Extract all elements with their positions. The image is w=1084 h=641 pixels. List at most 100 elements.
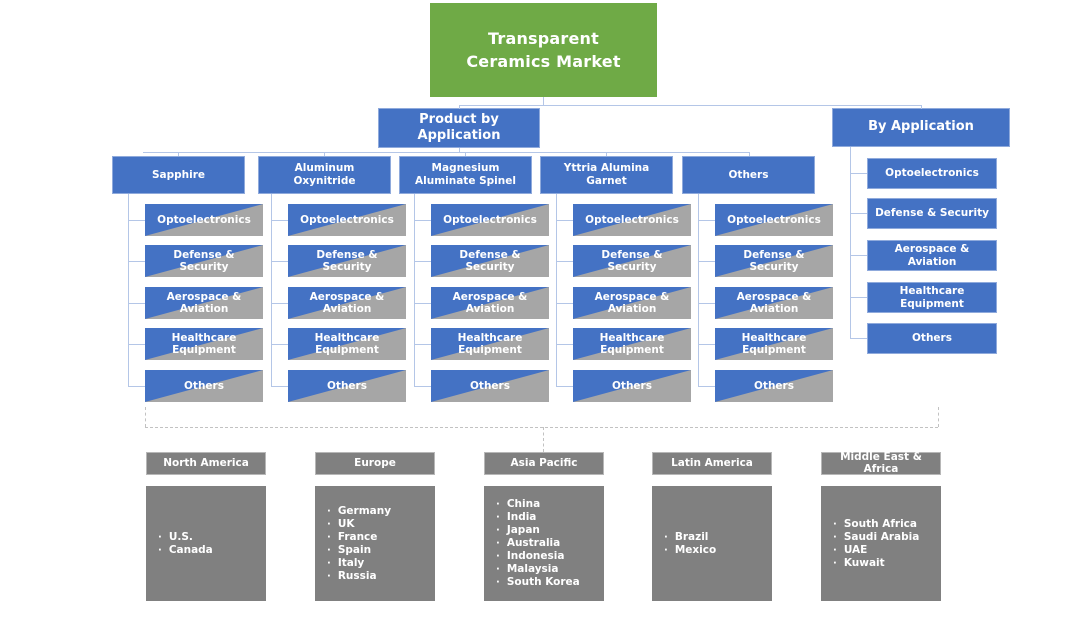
- bullet-icon: ·: [327, 505, 331, 517]
- country-item: · UAE: [833, 544, 867, 557]
- country-label: India: [506, 511, 537, 523]
- application-item-box: Healthcare Equipment: [431, 328, 549, 360]
- country-label: Germany: [337, 504, 392, 517]
- branch-drop-product: [459, 105, 460, 109]
- bullet-icon: ·: [327, 570, 331, 582]
- product-header-drop-1: [324, 152, 325, 157]
- branch-by-application-label: By Application: [868, 119, 974, 135]
- bullet-icon: ·: [496, 551, 500, 562]
- application-item-box: Aerospace & Aviation: [573, 287, 691, 319]
- bracket-center-drop-line: [543, 427, 544, 452]
- country-label: Brazil: [674, 530, 709, 543]
- country-item: ·France: [327, 531, 377, 544]
- by-application-item-box: Aerospace & Aviation: [867, 240, 997, 271]
- product-item-stub: [556, 261, 573, 262]
- application-item-box: Others: [715, 370, 833, 402]
- country-item: · Mexico: [664, 544, 716, 557]
- country-label: UAE: [843, 543, 868, 556]
- bracket-left-line: [145, 407, 146, 427]
- region-header-4: Latin America: [652, 452, 772, 475]
- region-header-1: North America: [146, 452, 266, 475]
- root-node-label: Transparent Ceramics Market: [466, 28, 621, 71]
- country-item: ·South Korea: [496, 576, 580, 589]
- country-item: · Indonesia: [496, 550, 564, 563]
- country-label: Australia: [506, 537, 561, 549]
- product-item-stub: [128, 303, 145, 304]
- product-item-stub: [271, 386, 288, 387]
- product-item-stub: [698, 220, 715, 221]
- application-item-box: Healthcare Equipment: [573, 328, 691, 360]
- country-item: ·Malaysia: [496, 563, 559, 576]
- product-item-stub: [556, 386, 573, 387]
- product-header-drop-3: [606, 152, 607, 157]
- country-label: Russia: [337, 569, 377, 582]
- product-header-drop-2: [465, 152, 466, 157]
- region-header-5: Middle East & Africa: [821, 451, 941, 475]
- product-item-stub: [271, 220, 288, 221]
- product-item-stub: [698, 261, 715, 262]
- country-label: Japan: [506, 524, 540, 536]
- region-countries-3: · China · India · Japan·Australia· Indonesia·M…: [484, 486, 604, 601]
- bullet-icon: ·: [327, 557, 331, 569]
- by-application-stub: [850, 338, 867, 339]
- country-item: · Germany: [327, 505, 391, 518]
- country-item: ·Saudi Arabia: [833, 531, 919, 544]
- country-label: Mexico: [674, 543, 717, 556]
- branch-product-by-application: Product by Application: [378, 108, 540, 148]
- bullet-icon: ·: [664, 544, 668, 556]
- product-column-spine-4: [556, 194, 557, 386]
- application-item-box: Optoelectronics: [431, 204, 549, 236]
- product-header-drop-4: [749, 152, 750, 157]
- product-item-stub: [128, 386, 145, 387]
- application-item-box: Defense & Security: [715, 245, 833, 277]
- bullet-icon: ·: [833, 544, 837, 556]
- product-item-stub: [271, 344, 288, 345]
- country-item: ·Kuwait: [833, 557, 885, 570]
- country-item: · Russia: [327, 570, 377, 583]
- bullet-icon: ·: [158, 531, 162, 543]
- application-item-box: Defense & Security: [431, 245, 549, 277]
- application-item-box: Defense & Security: [288, 245, 406, 277]
- product-header-1: Sapphire: [112, 156, 245, 194]
- country-item: ·Australia: [496, 537, 560, 550]
- product-column-spine-1: [128, 194, 129, 386]
- product-item-stub: [414, 386, 431, 387]
- region-countries-4: · Brazil· Mexico: [652, 486, 772, 601]
- country-item: ·Spain: [327, 544, 371, 557]
- country-label: Indonesia: [506, 550, 565, 562]
- by-application-stub: [850, 255, 867, 256]
- country-label: China: [506, 498, 541, 510]
- product-item-stub: [271, 261, 288, 262]
- bullet-icon: ·: [327, 544, 331, 556]
- root-stem-line: [543, 97, 544, 105]
- product-header-2: Aluminum Oxynitride: [258, 156, 391, 194]
- by-application-stub: [850, 297, 867, 298]
- bullet-icon: ·: [327, 518, 331, 530]
- application-item-box: Aerospace & Aviation: [431, 287, 549, 319]
- product-item-stub: [698, 303, 715, 304]
- country-item: ·Italy: [327, 557, 364, 570]
- product-item-stub: [414, 261, 431, 262]
- product-item-stub: [414, 220, 431, 221]
- product-item-stub: [128, 261, 145, 262]
- by-application-spine: [850, 147, 851, 339]
- country-label: Malaysia: [506, 563, 559, 575]
- branch-by-application: By Application: [832, 108, 1010, 147]
- branch-product-by-application-label: Product by Application: [417, 111, 501, 143]
- by-application-stub: [850, 173, 867, 174]
- country-item: ·South Africa: [833, 518, 917, 531]
- product-header-drop-0: [178, 152, 179, 157]
- country-item: ·U.S.: [158, 531, 193, 544]
- product-header-3: Magnesium Aluminate Spinel: [399, 156, 532, 194]
- branch-drop-application: [921, 105, 922, 109]
- bullet-icon: ·: [158, 544, 162, 556]
- application-item-box: Aerospace & Aviation: [715, 287, 833, 319]
- application-item-box: Aerospace & Aviation: [145, 287, 263, 319]
- bullet-icon: ·: [496, 512, 500, 523]
- bullet-icon: ·: [496, 499, 500, 510]
- application-item-box: Others: [145, 370, 263, 402]
- by-application-item-box: Others: [867, 323, 997, 354]
- product-branch-stem: [459, 148, 460, 153]
- country-label: UK: [337, 517, 355, 530]
- by-application-item-box: Defense & Security: [867, 198, 997, 229]
